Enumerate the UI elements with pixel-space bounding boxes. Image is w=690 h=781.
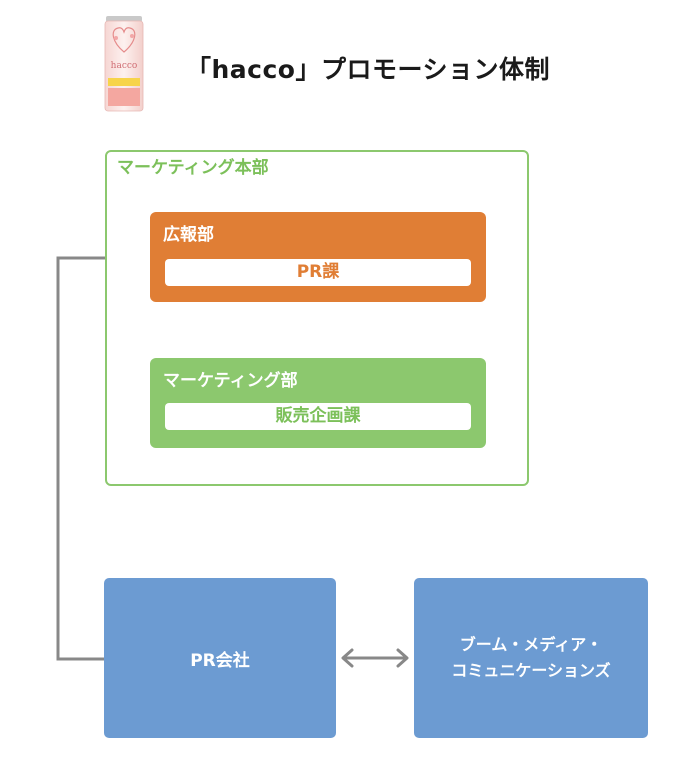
pr-company-label: PR会社 (190, 650, 250, 671)
pr-section-box: PR課 (165, 259, 471, 286)
boom-media-label-line2: コミュニケーションズ (451, 661, 611, 680)
pr-department-label: 広報部 (163, 225, 214, 245)
pr-department-box (150, 212, 486, 302)
edge-pr-dept-to-pr-company (56, 256, 150, 661)
sales-planning-section-box: 販売企画課 (165, 403, 471, 430)
boom-media-label-line1: ブーム・メディア・ (459, 635, 603, 654)
diagram-title: 「hacco」プロモーション体制 (186, 55, 550, 84)
hacco-can-icon: hacco (104, 16, 144, 112)
boom-media-box: ブーム・メディア・ コミュニケーションズ (414, 578, 648, 738)
edge-pr-company-boom-arrow (341, 648, 409, 668)
pr-company-box: PR会社 (104, 578, 336, 738)
marketing-hq-label: マーケティング本部 (117, 158, 269, 178)
can-brand-text: hacco (111, 61, 138, 71)
marketing-department-label: マーケティング部 (163, 371, 298, 391)
